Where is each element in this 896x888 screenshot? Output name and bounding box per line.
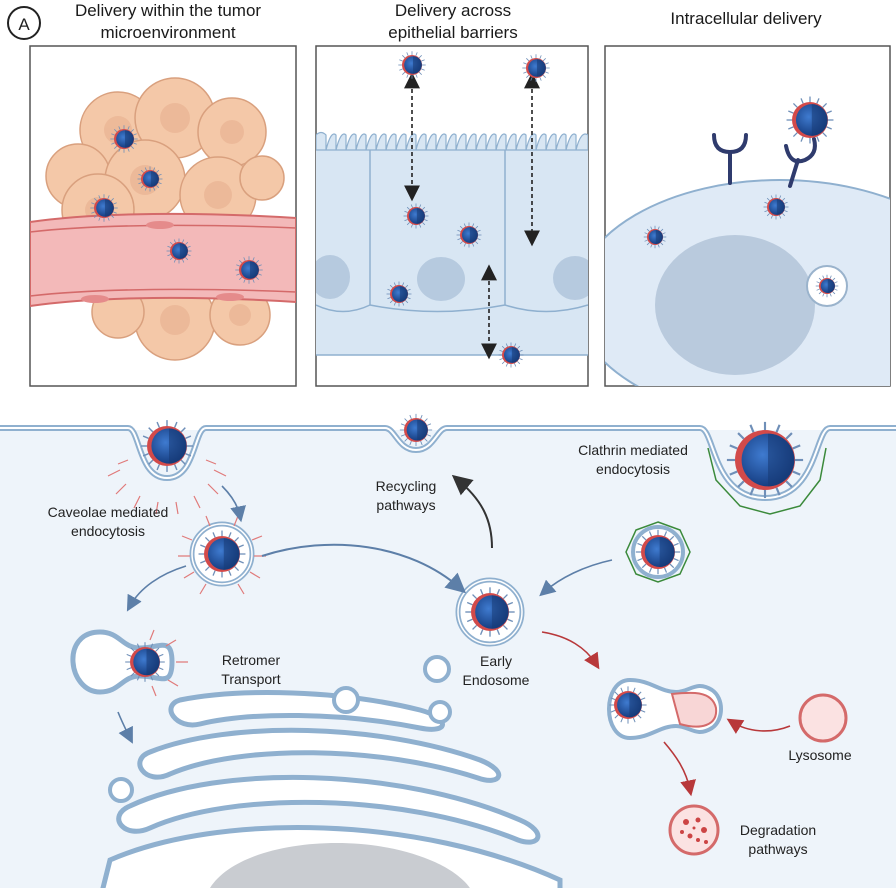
panel-tumor-microenvironment <box>29 45 297 387</box>
nanoparticle <box>235 256 263 284</box>
arrow-lysosome-to-fusion <box>726 718 791 734</box>
arrow-caveolae-to-vesicle <box>221 485 246 523</box>
clathrin-coat <box>707 447 827 515</box>
microvilli <box>316 131 588 151</box>
title-epithelial-delivery: Delivery across epithelial barriers <box>388 1 518 42</box>
lysosome <box>798 693 848 743</box>
arrow-clathrin-to-endosome <box>539 559 613 597</box>
label-retromer-transport: Retromer Transport <box>221 652 281 687</box>
cell-nucleus <box>655 235 815 375</box>
nanoparticle <box>399 413 433 447</box>
arrow-caveolae-to-retromer <box>126 565 187 612</box>
nanoparticle <box>643 225 667 249</box>
nanoparticle <box>125 642 165 682</box>
nanoparticle-layer <box>90 51 839 724</box>
nanoparticle <box>456 222 482 248</box>
arrow-endosome-to-lysosome <box>541 631 600 670</box>
panel-a-label: A <box>7 6 41 40</box>
nanoparticle <box>635 529 681 575</box>
nanoparticle <box>110 125 138 153</box>
label-degradation-pathways: Degradation pathways <box>739 822 817 857</box>
arrow-retromer-to-golgi <box>117 711 133 744</box>
blood-vessel <box>30 212 296 308</box>
caveolin-coat <box>107 459 227 515</box>
nanoparticle <box>609 686 647 724</box>
degradation-vesicle <box>668 804 720 856</box>
nanoparticle <box>522 54 550 82</box>
nanoparticle <box>386 281 412 307</box>
arrow-recycling <box>451 474 493 549</box>
nanoparticle <box>141 420 193 472</box>
receptor <box>712 133 817 188</box>
small-vesicles <box>108 655 452 803</box>
nanoparticle <box>198 530 246 578</box>
nanoparticle <box>403 203 429 229</box>
nanoparticle <box>498 342 524 368</box>
arrow-caveolae-to-endosome <box>261 543 467 594</box>
nanoparticle <box>786 96 834 144</box>
nanoparticle <box>398 51 426 79</box>
arrow-fusion-to-degradation <box>663 741 696 797</box>
panel-epithelial-barriers <box>315 45 589 387</box>
label-caveolae-endocytosis: Caveolae mediated endocytosis <box>47 504 169 539</box>
nanoparticle <box>726 421 804 499</box>
nanoparticle <box>763 194 789 220</box>
nucleus-region <box>210 843 470 888</box>
title-tumor-delivery: Delivery within the tumor microenvironme… <box>74 1 262 42</box>
nanoparticle <box>166 238 192 264</box>
nanoparticle <box>90 194 118 222</box>
title-intracellular-delivery: Intracellular delivery <box>670 9 822 28</box>
nanoparticle <box>465 587 515 637</box>
label-recycling-pathways: Recycling pathways <box>375 478 437 513</box>
nanoparticle <box>137 166 163 192</box>
panel-intracellular-delivery <box>604 45 891 387</box>
label-lysosome: Lysosome <box>788 747 852 763</box>
label-early-endosome: Early Endosome <box>462 653 530 688</box>
nanoparticle <box>815 274 839 298</box>
label-clathrin-endocytosis: Clathrin mediated endocytosis <box>578 442 688 477</box>
